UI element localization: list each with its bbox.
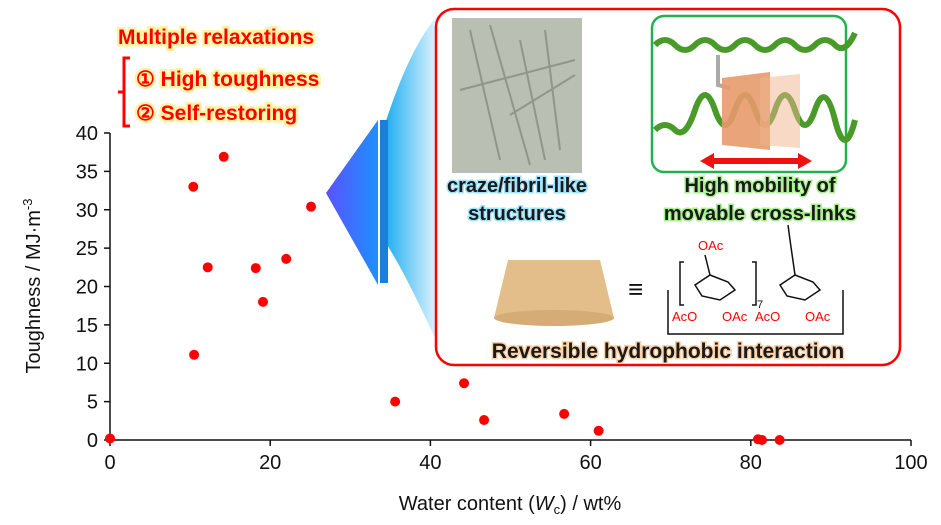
mobility-label-1: High mobility of [684, 175, 835, 197]
annotation-item-1: ① High toughness [136, 68, 319, 91]
y-tick-label: 20 [76, 277, 98, 299]
y-tick-label: 25 [76, 238, 98, 260]
craze-label-1: craze/fibril-like [447, 175, 587, 197]
polymer-chain-top [652, 31, 858, 53]
aco-label: AcO [672, 309, 697, 324]
data-point [459, 378, 470, 389]
data-point [202, 262, 213, 273]
x-tick-label: 0 [104, 452, 115, 474]
data-point [189, 349, 200, 360]
big-arrow-icon [326, 120, 378, 285]
x-tick-label: 80 [740, 452, 762, 474]
x-tick-label: 20 [259, 452, 281, 474]
craze-label-2: structures [468, 203, 566, 225]
mechanism-inset: craze/fibril-like structures High mobili… [434, 7, 902, 367]
brace-icon [118, 56, 130, 128]
y-tick-label: 30 [76, 200, 98, 222]
craze-micrograph [452, 18, 582, 173]
data-point [105, 433, 115, 444]
arrow-shaft [380, 120, 388, 283]
y-tick-label: 15 [76, 315, 98, 337]
data-point [757, 435, 768, 445]
x-tick-label: 100 [894, 452, 927, 474]
y-tick-label: 35 [76, 161, 98, 183]
y-tick-label: 0 [87, 430, 98, 452]
data-point [281, 253, 292, 264]
y-tick-label: 10 [76, 353, 98, 375]
data-point [257, 296, 268, 307]
data-point [390, 396, 401, 407]
equivalence-sign: ≡ [628, 274, 643, 304]
x-tick-label: 60 [579, 452, 601, 474]
x-tick-label: 40 [419, 452, 441, 474]
annotation-heading: Multiple relaxations [118, 26, 314, 49]
annotation-item-2: ② Self-restoring [136, 102, 297, 125]
y-axis-label: Toughness / MJ·m-3 [20, 199, 45, 374]
data-point [306, 201, 317, 212]
data-points [105, 151, 785, 445]
acetylated-cd-ring [494, 260, 614, 318]
data-point [188, 181, 199, 192]
repeat-count: 7 [757, 299, 763, 311]
cyclodextrin-ring [722, 72, 770, 150]
data-point [559, 408, 570, 419]
oac-label: OAc [805, 309, 831, 324]
data-point [250, 263, 261, 274]
data-point [218, 151, 229, 162]
x-axis-label: Water content (Wc) / wt% [399, 493, 622, 517]
y-tick-label: 5 [87, 392, 98, 414]
cd-structure [667, 224, 844, 335]
aco-label: AcO [755, 309, 780, 324]
y-tick-label: 40 [76, 123, 98, 145]
data-point [774, 435, 785, 445]
zoom-beam [380, 8, 445, 360]
double-arrow-icon [700, 153, 812, 169]
data-point [593, 425, 604, 436]
interaction-label: Reversible hydrophobic interaction [492, 340, 844, 363]
oac-label: OAc [722, 309, 748, 324]
data-point [479, 415, 490, 426]
oac-label: OAc [698, 238, 724, 253]
mobility-label-2: movable cross-links [664, 203, 856, 225]
